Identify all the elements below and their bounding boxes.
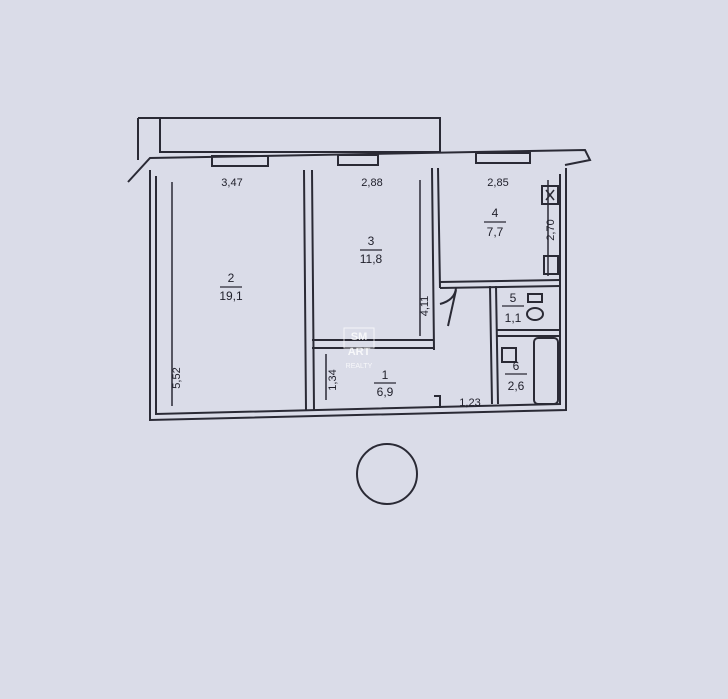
- room-2-number: 2: [228, 271, 235, 285]
- room-2-area: 19,1: [219, 289, 243, 303]
- stove-burners: [545, 189, 555, 201]
- balcony-outline: [138, 117, 441, 153]
- room-1-area: 6,9: [377, 385, 394, 399]
- dim-hall-depth: 1,34: [327, 369, 339, 390]
- dim-hall-width: 1,23: [459, 397, 480, 409]
- toilet: [526, 307, 544, 321]
- bathtub: [533, 337, 559, 405]
- window-room2: [211, 155, 269, 167]
- exterior-wall-outline: [149, 168, 567, 422]
- window-room3: [337, 154, 379, 166]
- room-3-area: 11,8: [360, 252, 383, 266]
- kitchen-sink: [543, 255, 559, 275]
- watermark-line3: REALTY: [346, 363, 373, 370]
- dim-room3-depth: 4,11: [419, 296, 431, 317]
- dim-room4-depth: 2,70: [545, 219, 557, 240]
- room-6-area: 2,6: [508, 379, 525, 393]
- partition-room2-room3: [303, 169, 315, 411]
- dim-room3-width: 2,88: [361, 177, 382, 189]
- room-5-number: 5: [510, 291, 517, 305]
- partition-room3-hall: [312, 339, 434, 349]
- room-4-number: 4: [492, 206, 499, 220]
- room-5-area: 1,1: [505, 311, 522, 325]
- exterior-wall-top: [127, 148, 592, 183]
- partition-room4-bath: [439, 279, 561, 289]
- toilet-tank: [527, 293, 543, 303]
- dim-room2-width: 3,47: [221, 177, 242, 189]
- dim-room2-depth: 5,52: [171, 367, 183, 388]
- hall-entry-wall: [434, 395, 441, 408]
- room-3-number: 3: [368, 234, 375, 248]
- compass-circle: [356, 443, 418, 505]
- watermark-line1: SM: [351, 331, 368, 343]
- stove: [541, 185, 559, 205]
- room-4-area: 7,7: [487, 225, 504, 239]
- room-6-number: 6: [513, 359, 520, 373]
- window-room4: [475, 152, 531, 164]
- watermark-line2: ART: [348, 346, 371, 358]
- sink: [501, 347, 517, 363]
- room-1-number: 1: [382, 368, 389, 382]
- watermark-logo: SM ART REALTY: [343, 327, 375, 370]
- exterior-wall-inner: [155, 174, 561, 416]
- hall-door-swing: [439, 287, 457, 327]
- partition-room3-room4: [431, 167, 441, 351]
- dim-room4-width: 2,85: [487, 177, 508, 189]
- partition-wc-bath: [489, 285, 560, 405]
